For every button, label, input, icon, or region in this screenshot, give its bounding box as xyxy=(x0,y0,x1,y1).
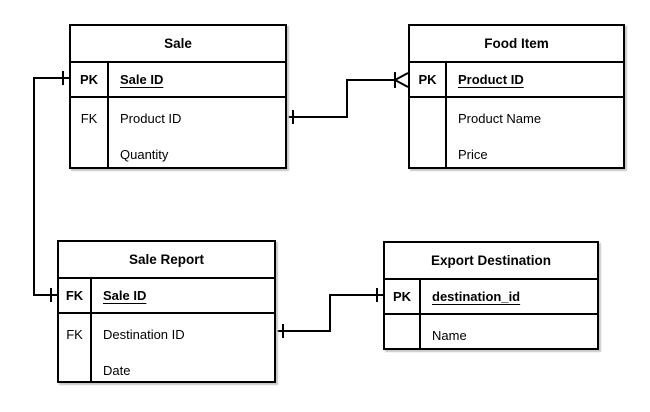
key-badge: FK xyxy=(59,279,92,312)
key-badge-column xyxy=(410,98,447,167)
connector-salereport-exportdestination xyxy=(276,288,383,338)
key-badge: PK xyxy=(385,280,421,313)
attribute-name: Price xyxy=(458,147,488,162)
attribute-name: Quantity xyxy=(120,147,169,162)
key-attribute-row: PK Product ID xyxy=(410,63,623,98)
attribute-name-cell: Sale ID xyxy=(109,63,285,96)
attribute-body-row: FK Product ID Quantity xyxy=(71,98,285,167)
attribute-body-row: Name xyxy=(385,315,597,348)
attribute-name: Product Name xyxy=(458,111,542,126)
entity-title: Food Item xyxy=(410,26,623,63)
entity-title: Sale xyxy=(71,26,285,63)
crowfoot-prong-upper xyxy=(394,72,409,81)
key-badge-column xyxy=(385,315,421,348)
attribute-name-column: Name xyxy=(421,315,597,348)
key-attribute-name: Sale ID xyxy=(103,288,147,303)
attribute-name-cell: Product ID xyxy=(447,63,623,96)
attribute-name-column: Product ID Quantity xyxy=(109,98,285,167)
key-attribute-name: Product ID xyxy=(458,72,524,87)
attribute-name: Destination ID xyxy=(103,327,185,342)
entity-title: Export Destination xyxy=(385,243,597,280)
attribute-name-column: Destination ID Date xyxy=(92,314,274,381)
attribute-name-cell: Sale ID xyxy=(92,279,274,312)
attribute-name: Name xyxy=(432,328,467,343)
connector-sale-salereport xyxy=(33,71,69,302)
key-attribute-row: PK Sale ID xyxy=(71,63,285,98)
key-badge-column: FK xyxy=(59,314,92,381)
attribute-body-row: FK Destination ID Date xyxy=(59,314,274,381)
key-attribute-row: PK destination_id xyxy=(385,280,597,315)
key-badge-column: FK xyxy=(71,98,109,167)
attribute-name: Date xyxy=(103,363,131,378)
key-badge: PK xyxy=(71,63,109,96)
attribute-name-cell: destination_id xyxy=(421,280,597,313)
key-attribute-name: destination_id xyxy=(432,289,521,304)
key-attribute-name: Sale ID xyxy=(120,72,164,87)
attribute-name: Product ID xyxy=(120,111,182,126)
key-badge: PK xyxy=(410,63,447,96)
crowfoot-prong-lower xyxy=(394,79,409,88)
key-attribute-row: FK Sale ID xyxy=(59,279,274,314)
key-badge: FK xyxy=(66,327,83,342)
entity-title: Sale Report xyxy=(59,242,274,279)
connector-sale-fooditem xyxy=(287,72,409,124)
key-badge: FK xyxy=(80,111,98,126)
